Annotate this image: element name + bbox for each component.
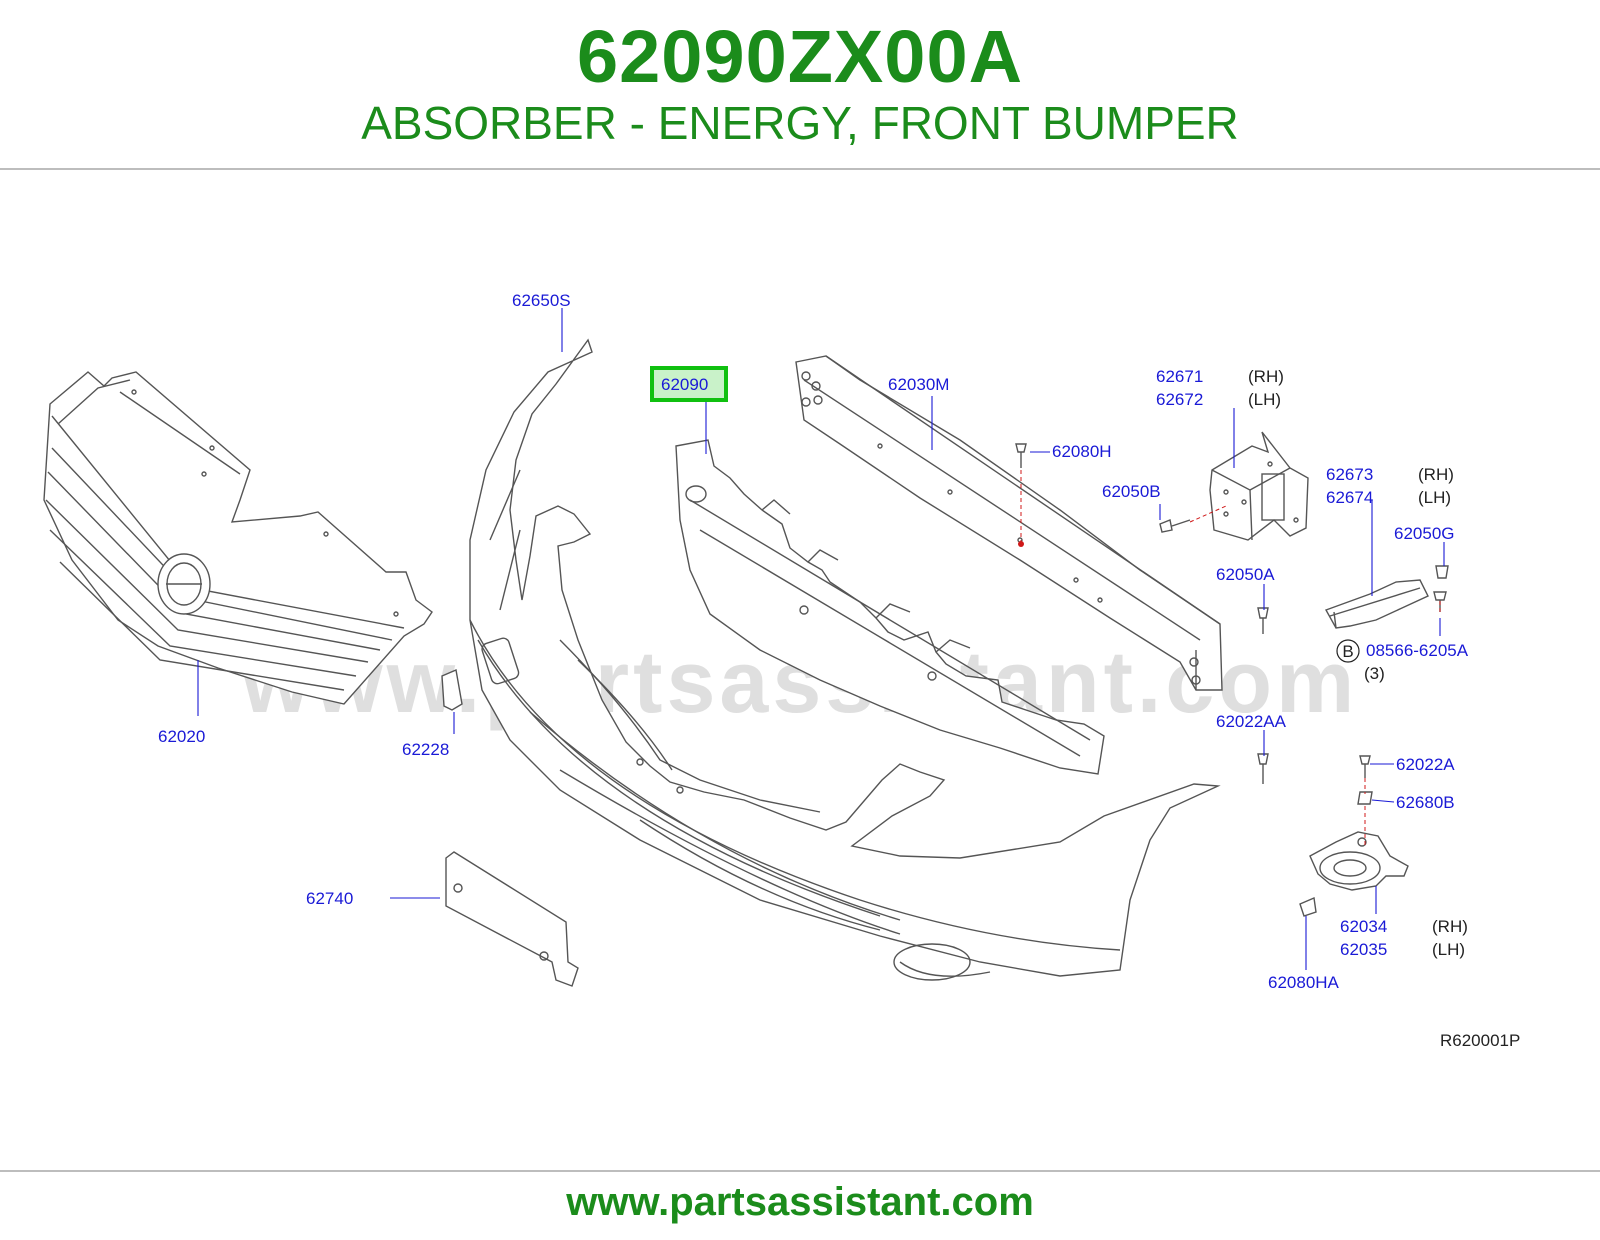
callout-62034[interactable]: 62034 bbox=[1340, 917, 1387, 936]
side-lh-62674: (LH) bbox=[1418, 488, 1451, 507]
quantity-label: (3) bbox=[1364, 664, 1385, 683]
license-bracket-part bbox=[445, 851, 579, 987]
part-name-subtitle: ABSORBER - ENERGY, FRONT BUMPER bbox=[361, 97, 1239, 149]
tow-hook-cover-part bbox=[441, 669, 463, 711]
diagram-ref-code: R620001P bbox=[1440, 1031, 1520, 1050]
bumper-stay-part bbox=[1209, 431, 1309, 541]
highlight-box bbox=[650, 366, 728, 402]
grille-part bbox=[43, 371, 433, 705]
callout-62671[interactable]: 62671 bbox=[1156, 367, 1203, 386]
circle-b-marker: B bbox=[1336, 639, 1360, 663]
callout-62030M[interactable]: 62030M bbox=[888, 375, 949, 394]
side-lh-62672: (LH) bbox=[1248, 390, 1281, 409]
callout-62022AA[interactable]: 62022AA bbox=[1216, 712, 1287, 731]
circle-b-letter: B bbox=[1342, 642, 1353, 661]
callout-62035[interactable]: 62035 bbox=[1340, 940, 1387, 959]
side-rh-62673: (RH) bbox=[1418, 465, 1454, 484]
callout-62080HA[interactable]: 62080HA bbox=[1268, 973, 1340, 992]
side-rh-62034: (RH) bbox=[1432, 917, 1468, 936]
callout-62740[interactable]: 62740 bbox=[306, 889, 353, 908]
callout-62090[interactable]: 62090 bbox=[661, 375, 708, 394]
callout-62050B[interactable]: 62050B bbox=[1102, 482, 1161, 501]
callout-62050A[interactable]: 62050A bbox=[1216, 565, 1275, 584]
header-divider bbox=[0, 168, 1600, 170]
bumper-reinforcement-part bbox=[795, 355, 1223, 691]
callout-labels: 62650S 62090 62030M 62671 62672 62080H 6… bbox=[158, 291, 1469, 992]
part-number-title: 62090ZX00A bbox=[576, 15, 1024, 98]
callout-62673[interactable]: 62673 bbox=[1326, 465, 1373, 484]
fog-lamp-bracket-part bbox=[1299, 831, 1409, 917]
energy-absorber-part bbox=[675, 439, 1105, 775]
footer-url[interactable]: www.partsassistant.com bbox=[566, 1180, 1034, 1224]
mount-hole-dot bbox=[1018, 541, 1024, 547]
callout-62650S[interactable]: 62650S bbox=[512, 291, 571, 310]
bumper-bracket-part bbox=[1324, 579, 1429, 629]
side-rh-62671: (RH) bbox=[1248, 367, 1284, 386]
callout-62080H[interactable]: 62080H bbox=[1052, 442, 1112, 461]
parts-drawing bbox=[43, 338, 1449, 987]
callout-08566-6205A[interactable]: 08566-6205A bbox=[1366, 641, 1469, 660]
bumper-fascia-part bbox=[469, 338, 1221, 981]
leader-lines bbox=[197, 308, 1445, 970]
alignment-lines bbox=[1020, 470, 1441, 846]
side-indicators: (RH) (LH) (RH) (LH) (RH) (LH) (3) bbox=[1248, 367, 1468, 959]
callout-62674[interactable]: 62674 bbox=[1326, 488, 1373, 507]
side-lh-62035: (LH) bbox=[1432, 940, 1465, 959]
callout-62022A[interactable]: 62022A bbox=[1396, 755, 1455, 774]
callout-62020[interactable]: 62020 bbox=[158, 727, 205, 746]
callout-62680B[interactable]: 62680B bbox=[1396, 793, 1455, 812]
callout-62228[interactable]: 62228 bbox=[402, 740, 449, 759]
header: 62090ZX00A ABSORBER - ENERGY, FRONT BUMP… bbox=[0, 0, 1600, 168]
callout-62672[interactable]: 62672 bbox=[1156, 390, 1203, 409]
callout-62050G[interactable]: 62050G bbox=[1394, 524, 1455, 543]
footer-divider bbox=[0, 1170, 1600, 1172]
